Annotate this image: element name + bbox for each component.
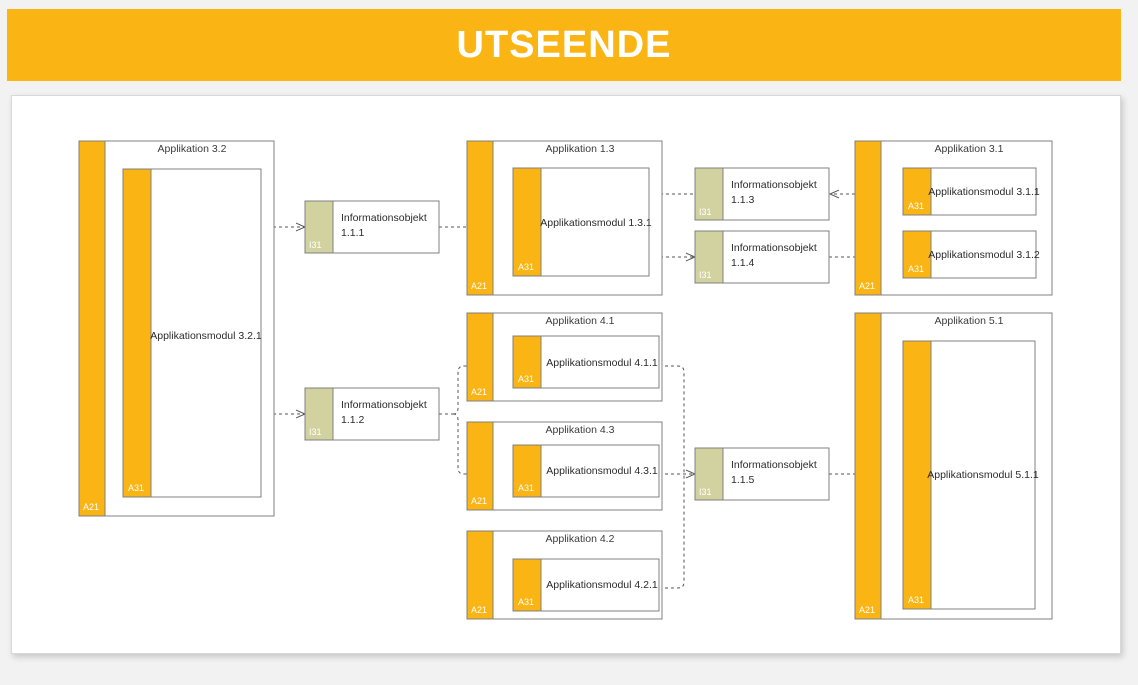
module-label: Applikationsmodul 4.2.1 (546, 579, 658, 591)
application-title: Applikation 3.1 (935, 143, 1004, 155)
application-applikation-3-2[interactable]: A21 Applikation 3.2 A31 Applikationsmodu… (78, 140, 275, 517)
application-layer-code: A21 (859, 605, 875, 615)
module-label: Applikationsmodul 1.3.1 (540, 217, 652, 229)
diagram-canvas: A21 Applikation 3.2 A31 Applikationsmodu… (11, 95, 1121, 654)
application-title: Applikation 5.1 (935, 315, 1004, 327)
application-layer-code: A21 (859, 281, 875, 291)
module-layer-code: A31 (908, 264, 924, 274)
information-object-io-1-1-5[interactable]: I31 Informationsobjekt 1.1.5 (694, 447, 830, 501)
module-layer-bar (512, 335, 542, 389)
information-object-io-1-1-3[interactable]: I31 Informationsobjekt 1.1.3 (694, 167, 830, 221)
module-layer-bar (512, 167, 542, 277)
information-object-line1: Informationsobjekt (341, 212, 427, 224)
application-layer-bar (854, 140, 882, 296)
application-applikation-4-1[interactable]: A21 Applikation 4.1 A31 Applikationsmodu… (466, 312, 663, 402)
module-layer-bar (512, 444, 542, 498)
application-applikation-3-1[interactable]: A21 Applikation 3.1 A31 Applikationsmodu… (854, 140, 1053, 296)
connector-mod411-merge (659, 365, 685, 474)
information-layer-code: I31 (309, 240, 322, 250)
information-layer-code: I31 (699, 207, 712, 217)
module-applikationsmodul-1-3-1[interactable]: A31 Applikationsmodul 1.3.1 (512, 167, 652, 277)
module-layer-bar (512, 558, 542, 612)
application-layer-code: A21 (83, 502, 99, 512)
module-layer-bar (902, 230, 932, 279)
module-applikationsmodul-3-2-1[interactable]: A31 Applikationsmodul 3.2.1 (122, 168, 262, 498)
architecture-diagram: A21 Applikation 3.2 A31 Applikationsmodu… (78, 140, 1053, 620)
application-title: Applikation 4.2 (546, 533, 615, 545)
module-layer-code: A31 (128, 483, 144, 493)
module-label: Applikationsmodul 3.1.2 (928, 249, 1040, 261)
information-layer-bar (304, 387, 334, 441)
application-layer-bar (466, 140, 494, 296)
information-object-line2: 1.1.2 (341, 414, 365, 426)
application-applikation-1-3[interactable]: A21 Applikation 1.3 A31 Applikationsmodu… (466, 140, 663, 296)
application-layer-code: A21 (471, 281, 487, 291)
module-applikationsmodul-3-1-2[interactable]: A31 Applikationsmodul 3.1.2 (902, 230, 1040, 279)
application-title: Applikation 1.3 (546, 143, 615, 155)
information-object-line1: Informationsobjekt (731, 459, 817, 471)
module-layer-code: A31 (908, 201, 924, 211)
information-object-line2: 1.1.5 (731, 474, 755, 486)
module-label: Applikationsmodul 5.1.1 (927, 469, 1039, 481)
application-layer-bar (78, 140, 106, 517)
module-label: Applikationsmodul 3.2.1 (150, 330, 262, 342)
module-applikationsmodul-4-1-1[interactable]: A31 Applikationsmodul 4.1.1 (512, 335, 660, 389)
information-layer-bar (694, 167, 724, 221)
module-applikationsmodul-5-1-1[interactable]: A31 Applikationsmodul 5.1.1 (902, 340, 1039, 610)
application-applikation-4-3[interactable]: A21 Applikation 4.3 A31 Applikationsmodu… (466, 421, 663, 511)
information-object-io-1-1-2[interactable]: I31 Informationsobjekt 1.1.2 (304, 387, 440, 441)
application-layer-bar (466, 421, 494, 511)
module-applikationsmodul-3-1-1[interactable]: A31 Applikationsmodul 3.1.1 (902, 167, 1040, 216)
application-title: Applikation 3.2 (158, 143, 227, 155)
connector-io112-to-mod431 (452, 413, 513, 474)
information-object-line1: Informationsobjekt (731, 242, 817, 254)
module-layer-bar (902, 167, 932, 216)
module-applikationsmodul-4-2-1[interactable]: A31 Applikationsmodul 4.2.1 (512, 558, 660, 612)
information-layer-bar (694, 230, 724, 284)
connector-io112-to-mod411 (452, 366, 513, 415)
module-layer-bar (122, 168, 152, 498)
module-applikationsmodul-4-3-1[interactable]: A31 Applikationsmodul 4.3.1 (512, 444, 660, 498)
information-layer-code: I31 (699, 487, 712, 497)
page-title: UTSEENDE (456, 23, 672, 66)
module-layer-code: A31 (518, 374, 534, 384)
information-object-line2: 1.1.3 (731, 194, 755, 206)
application-layer-code: A21 (471, 496, 487, 506)
application-layer-bar (466, 312, 494, 402)
connector-mod421-merge (659, 474, 685, 589)
information-object-io-1-1-4[interactable]: I31 Informationsobjekt 1.1.4 (694, 230, 830, 284)
module-layer-code: A31 (518, 262, 534, 272)
information-object-line2: 1.1.1 (341, 227, 365, 239)
application-applikation-4-2[interactable]: A21 Applikation 4.2 A31 Applikationsmodu… (466, 530, 663, 620)
application-applikation-5-1[interactable]: A21 Applikation 5.1 A31 Applikationsmodu… (854, 312, 1053, 620)
information-layer-code: I31 (699, 270, 712, 280)
information-object-line1: Informationsobjekt (731, 179, 817, 191)
information-layer-bar (304, 200, 334, 254)
information-layer-code: I31 (309, 427, 322, 437)
information-object-line1: Informationsobjekt (341, 399, 427, 411)
information-layer-bar (694, 447, 724, 501)
module-layer-code: A31 (518, 597, 534, 607)
module-layer-code: A31 (908, 595, 924, 605)
application-title: Applikation 4.1 (546, 315, 615, 327)
information-object-line2: 1.1.4 (731, 257, 755, 269)
application-title: Applikation 4.3 (546, 424, 615, 436)
application-layer-bar (854, 312, 882, 620)
module-layer-bar (902, 340, 932, 610)
application-layer-bar (466, 530, 494, 620)
module-layer-code: A31 (518, 483, 534, 493)
module-label: Applikationsmodul 3.1.1 (928, 186, 1040, 198)
application-layer-code: A21 (471, 387, 487, 397)
information-object-io-1-1-1[interactable]: I31 Informationsobjekt 1.1.1 (304, 200, 440, 254)
module-label: Applikationsmodul 4.1.1 (546, 357, 658, 369)
header-banner: UTSEENDE (7, 9, 1121, 81)
module-label: Applikationsmodul 4.3.1 (546, 465, 658, 477)
application-layer-code: A21 (471, 605, 487, 615)
